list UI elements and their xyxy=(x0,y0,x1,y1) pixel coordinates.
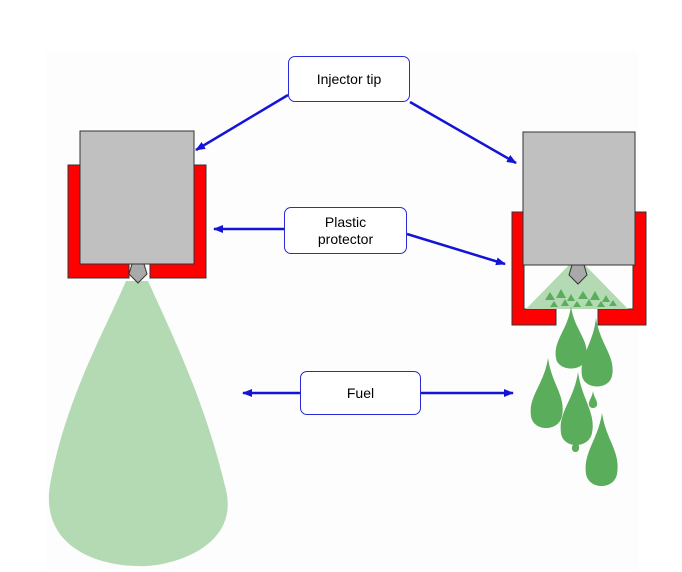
arrow-injector-tip-left xyxy=(195,93,289,152)
small-fuel-droplets xyxy=(545,289,617,307)
right-injector-tip xyxy=(568,264,588,285)
large-fuel-drops xyxy=(530,306,618,486)
right-injector-body xyxy=(522,131,636,266)
arrows xyxy=(195,93,517,397)
plastic-protector-text-line2: protector xyxy=(317,230,374,247)
plastic-protector-text-line1: Plastic xyxy=(324,213,367,230)
fuel-spray-cone xyxy=(48,281,228,567)
injector-tip-label: Injector tip xyxy=(288,56,410,102)
fuel-text: Fuel xyxy=(346,384,375,401)
plastic-protector-label: Plastic protector xyxy=(284,207,407,254)
fuel-label: Fuel xyxy=(300,371,421,415)
left-injector-tip xyxy=(128,263,148,284)
left-injector-body xyxy=(79,130,195,265)
arrow-plastic-protector-right xyxy=(406,232,506,266)
arrow-injector-tip-right xyxy=(409,100,517,165)
injector-tip-text: Injector tip xyxy=(316,70,382,87)
